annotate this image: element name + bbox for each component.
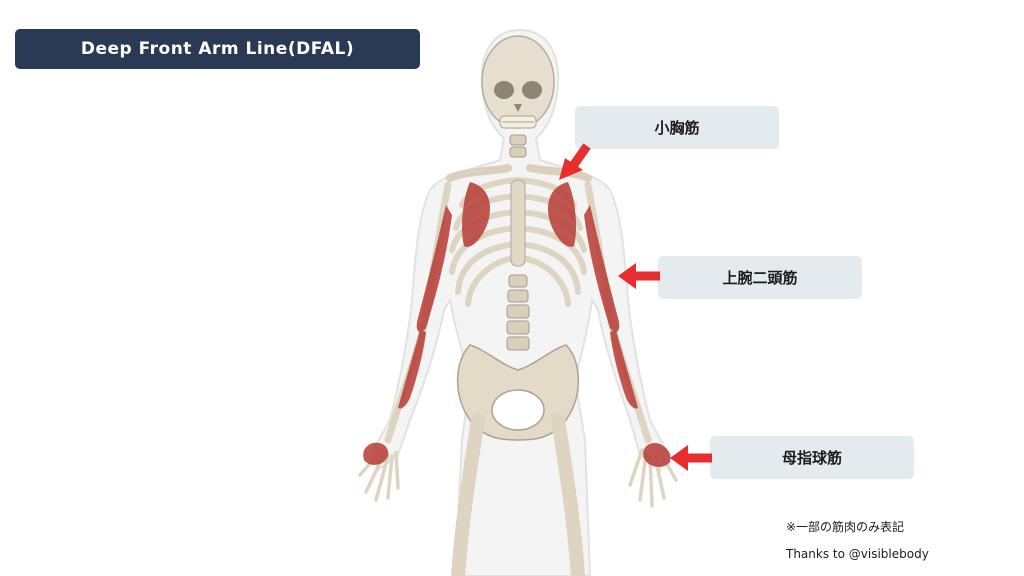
label-pectoralis-minor: 小胸筋 [575, 106, 779, 149]
arrow-biceps-brachii [618, 263, 660, 289]
forearm-right [610, 330, 638, 409]
partial-muscles-note: ※一部の筋肉のみ表記 [786, 520, 905, 534]
label-biceps-brachii: 上腕二頭筋 [658, 256, 862, 299]
arrow-pectoralis-minor [559, 143, 591, 180]
credit-note: Thanks to @visiblebody [786, 547, 929, 561]
pectoralis-minor-left [462, 182, 490, 247]
pelvis [456, 344, 580, 441]
biceps-right [584, 205, 620, 333]
sternum [510, 179, 526, 267]
highlighted-muscles [363, 182, 671, 467]
pectoralis-minor-right [548, 182, 576, 247]
femurs [451, 413, 585, 576]
diagram-title: Deep Front Arm Line(DFAL) [15, 29, 420, 69]
forearm-left [398, 330, 426, 409]
thenar-right [643, 442, 671, 467]
arrow-thenar-muscles [670, 445, 712, 471]
clavicles [446, 164, 592, 182]
biceps-left [416, 205, 452, 333]
skull [481, 35, 555, 129]
body-silhouette [372, 28, 667, 576]
thenar-left [363, 442, 389, 465]
label-thenar-muscles: 母指球筋 [710, 436, 914, 479]
spine [506, 134, 530, 351]
